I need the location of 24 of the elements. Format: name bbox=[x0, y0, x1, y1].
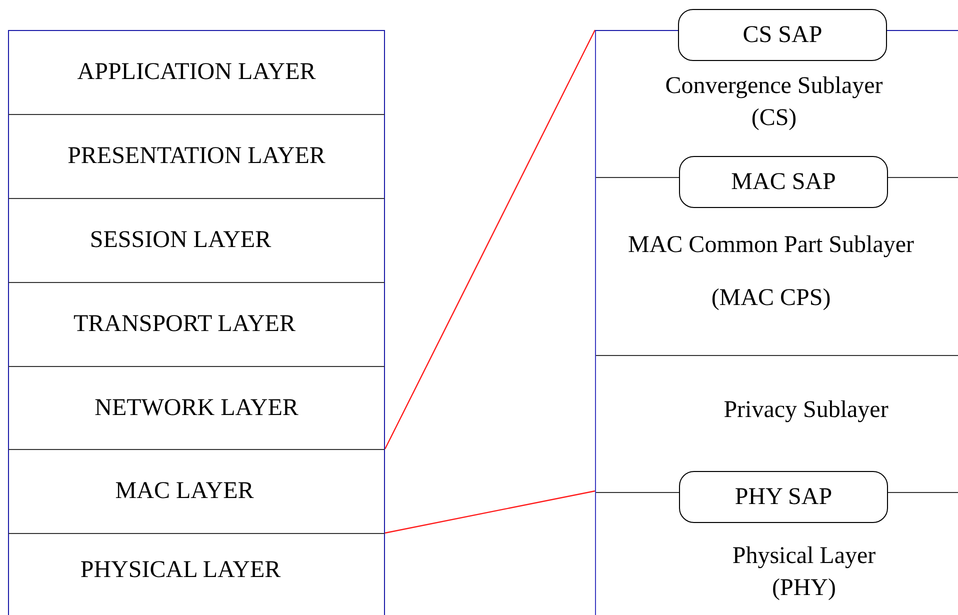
layer-box bbox=[8, 198, 385, 282]
sublayer-label: Privacy Sublayer bbox=[724, 396, 888, 425]
layer-label: TRANSPORT LAYER bbox=[74, 311, 296, 338]
layer-label: PRESENTATION LAYER bbox=[68, 143, 326, 170]
layer-label: APPLICATION LAYER bbox=[77, 59, 316, 86]
layer-box bbox=[8, 533, 385, 615]
layer-box bbox=[8, 114, 385, 198]
sap-box: PHY SAP bbox=[679, 471, 888, 523]
zoom-line bbox=[384, 490, 596, 534]
sublayer-label: Convergence Sublayer (CS) bbox=[664, 72, 884, 133]
layer-box bbox=[8, 282, 385, 366]
sublayer-label: (MAC CPS) bbox=[711, 284, 831, 313]
layer-label: SESSION LAYER bbox=[90, 227, 272, 254]
layer-label: MAC LAYER bbox=[115, 478, 254, 505]
sublayer-label: MAC Common Part Sublayer bbox=[628, 231, 914, 260]
layer-box bbox=[8, 366, 385, 449]
sap-box: MAC SAP bbox=[679, 156, 888, 208]
layer-box bbox=[8, 449, 385, 533]
layer-label: PHYSICAL LAYER bbox=[80, 557, 281, 584]
zoom-line bbox=[384, 30, 596, 450]
sublayer-label: Physical Layer (PHY) bbox=[731, 542, 877, 603]
layer-box bbox=[8, 30, 385, 114]
sap-box: CS SAP bbox=[678, 9, 887, 61]
layer-label: NETWORK LAYER bbox=[94, 394, 298, 422]
